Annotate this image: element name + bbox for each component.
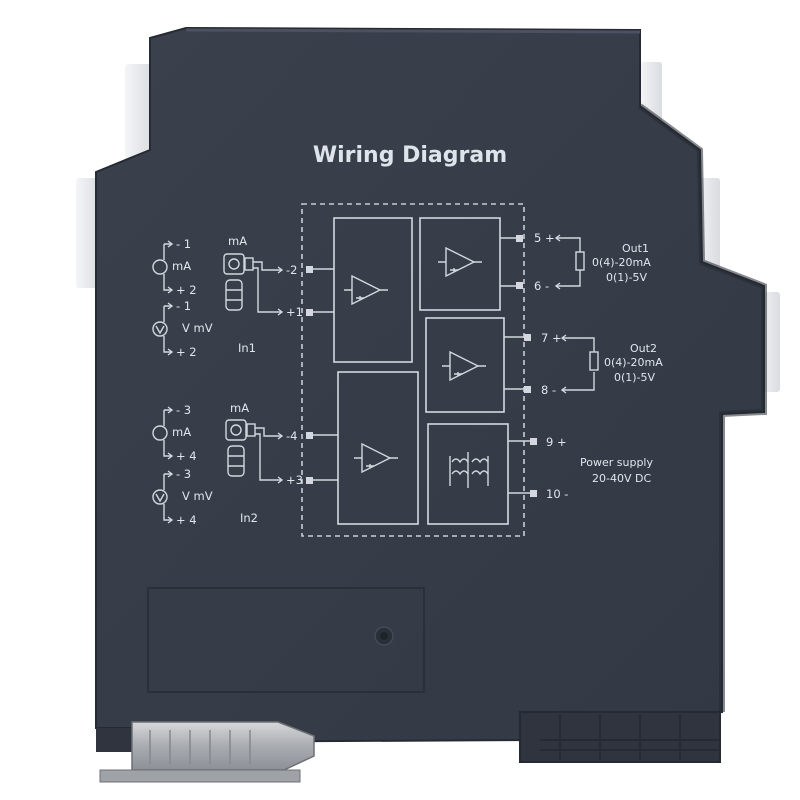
power-supply-wiring: 9 + 10 - Power supply 20-40V DC (546, 435, 653, 501)
out1-pin-neg: 6 - (534, 279, 549, 293)
amplifier-leads-icon (442, 365, 486, 376)
in1-ma-term-b: + 2 (176, 283, 197, 297)
top-edge (185, 28, 641, 34)
in1-v-term-b: + 2 (176, 345, 197, 359)
amplifier-leads-icon (354, 457, 398, 468)
input-amplifier-1 (333, 217, 413, 363)
current-source-icon (152, 425, 168, 441)
terminal-pads (306, 235, 537, 497)
in2-ma-term-b: + 4 (176, 449, 197, 463)
terminal-block-left (76, 178, 100, 288)
input-1-wiring: - 1 mA + 2 - 1 V mV + 2 mA -2 +1 In1 (152, 234, 303, 359)
output-amplifier-1 (419, 217, 501, 311)
out1-label: Out1 (622, 242, 649, 255)
in2-label: In2 (240, 511, 258, 525)
amplifier-leads-icon (438, 261, 482, 272)
out2-label: Out2 (630, 342, 657, 355)
power-supply-label: Power supply (580, 456, 653, 469)
in1-ma-source-label: mA (172, 259, 191, 273)
internal-connections (313, 237, 530, 494)
in1-v-label: V mV (182, 321, 213, 335)
power-supply-range: 20-40V DC (592, 472, 651, 485)
module-housing (95, 26, 765, 744)
in1-pin-neg: -2 (286, 263, 297, 277)
two-wire-transmitter-icon (225, 419, 256, 477)
out1-pin-pos: 5 + (534, 231, 555, 245)
in1-pin-pos: +1 (286, 305, 303, 319)
out2-range-v: 0(1)-5V (614, 371, 656, 384)
in1-2wire-ma-label: mA (228, 234, 247, 248)
in1-ma-term-a: - 1 (176, 237, 191, 251)
out2-pin-neg: 8 - (541, 383, 556, 397)
input-amplifier-2 (337, 371, 419, 525)
in2-pin-neg: -4 (286, 429, 297, 443)
amplifier-blocks (333, 217, 509, 525)
in1-label: In1 (238, 341, 256, 355)
diagram-title: Wiring Diagram (313, 143, 507, 168)
input-2-wiring: - 3 mA + 4 - 3 V mV + 4 mA -4 +3 In2 (152, 401, 303, 527)
voltage-source-icon (152, 321, 168, 337)
in2-v-term-a: - 3 (176, 467, 191, 481)
power-pin-neg: 10 - (546, 487, 568, 501)
two-wire-transmitter-icon (223, 253, 254, 311)
out1-range-v: 0(1)-5V (606, 271, 648, 284)
isolation-boundary (301, 203, 525, 537)
out2-range-ma: 0(4)-20mA (604, 356, 663, 369)
in2-v-label: V mV (182, 489, 213, 503)
recessed-label-panel (147, 587, 425, 693)
load-resistor-icon (575, 251, 585, 271)
screw-hole-inner (380, 632, 388, 640)
in2-v-term-b: + 4 (176, 513, 197, 527)
power-pin-pos: 9 + (546, 435, 567, 449)
din-rail-clip (99, 721, 315, 783)
in2-ma-term-a: - 3 (176, 403, 191, 417)
voltage-source-icon (152, 489, 168, 505)
in2-pin-pos: +3 (286, 473, 303, 487)
in1-v-term-a: - 1 (176, 299, 191, 313)
out1-range-ma: 0(4)-20mA (592, 256, 651, 269)
output-1-wiring: 5 + 6 - Out1 0(4)-20mA 0(1)-5V (534, 231, 651, 293)
output-amplifier-2 (425, 317, 505, 413)
in2-2wire-ma-label: mA (230, 401, 249, 415)
power-transformer-block (427, 423, 509, 525)
output-2-wiring: 7 + 8 - Out2 0(4)-20mA 0(1)-5V (541, 331, 663, 397)
load-resistor-icon (589, 351, 599, 371)
terminal-block-top-left (125, 64, 153, 164)
in2-ma-source-label: mA (172, 425, 191, 439)
current-source-icon (152, 259, 168, 275)
right-edge-shadow (638, 103, 767, 712)
transformer-icon (449, 452, 489, 488)
out2-pin-pos: 7 + (541, 331, 562, 345)
amplifier-leads-icon (344, 289, 388, 300)
